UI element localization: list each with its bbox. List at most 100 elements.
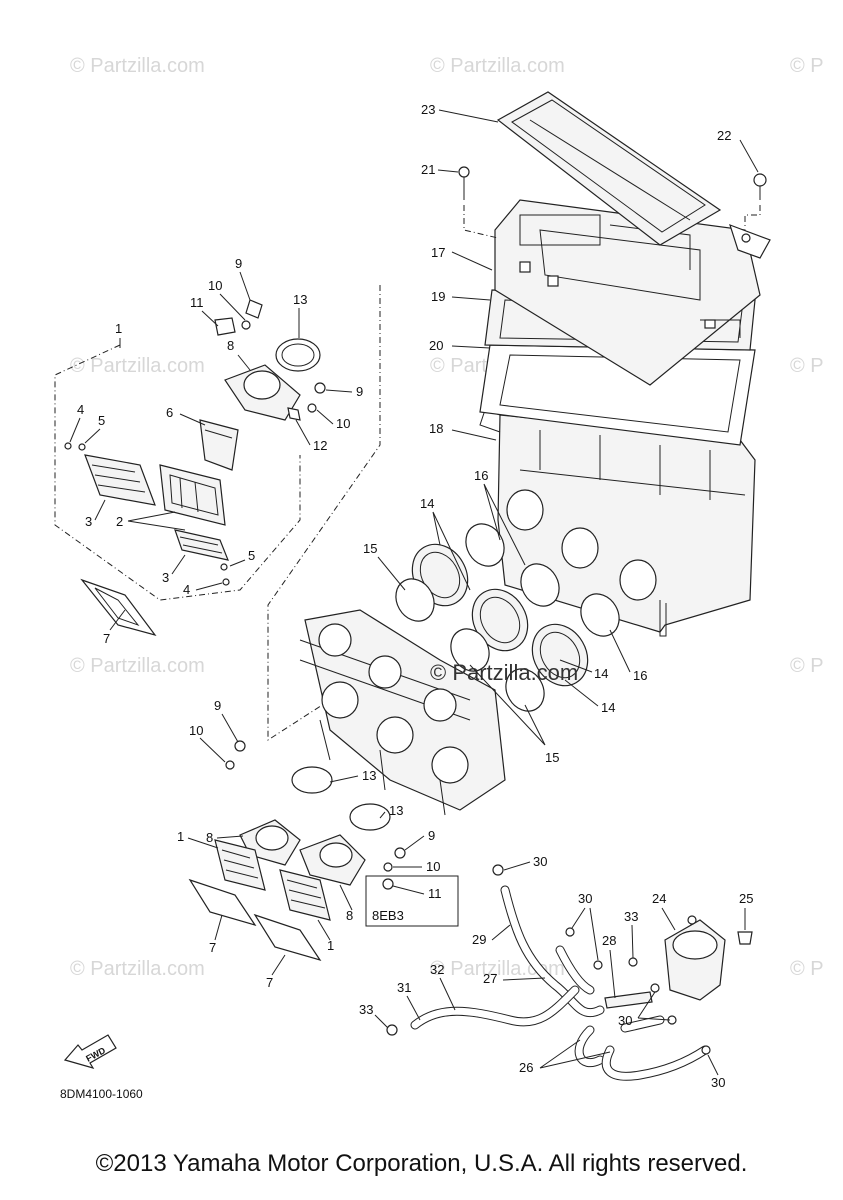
callout-28: 28 xyxy=(602,933,616,948)
callout-7: 7 xyxy=(209,940,216,955)
callout-10: 10 xyxy=(426,859,440,874)
callout-1: 1 xyxy=(177,829,184,844)
reed-plate-lower xyxy=(174,529,229,561)
callout-16: 16 xyxy=(474,468,488,483)
reed-valve-assembly xyxy=(279,869,331,921)
callout-16: 16 xyxy=(633,668,647,683)
callout-27: 27 xyxy=(483,971,497,986)
upper-intake-group xyxy=(214,299,326,421)
callout-30: 30 xyxy=(711,1075,725,1090)
hose-clamp xyxy=(520,563,560,607)
callout-4: 4 xyxy=(183,582,190,597)
watermark: © Partzilla.com xyxy=(70,958,205,980)
variant-box-label: 8EB3 xyxy=(372,908,404,923)
callout-8: 8 xyxy=(346,908,353,923)
reed-gasket xyxy=(188,878,257,927)
air-box-assembly xyxy=(458,91,771,637)
callout-5: 5 xyxy=(98,413,105,428)
reed-plate-upper xyxy=(84,454,156,506)
callout-24: 24 xyxy=(652,891,666,906)
callout-17: 17 xyxy=(431,245,445,260)
fuel-pump-group xyxy=(386,864,753,1081)
air-duct-cover xyxy=(496,91,722,246)
callout-14: 14 xyxy=(594,666,608,681)
reed-gasket xyxy=(253,913,322,962)
watermarks: © Partzilla.com © Partzilla.com © P © Pa… xyxy=(70,55,824,980)
variant-box xyxy=(365,875,459,927)
reed-gasket xyxy=(80,578,157,637)
callout-33: 33 xyxy=(359,1002,373,1017)
hose-clamp xyxy=(291,766,333,794)
callout-21: 21 xyxy=(421,162,435,177)
callout-4: 4 xyxy=(77,402,84,417)
watermark: © Partzilla.com xyxy=(430,55,565,77)
callout-10: 10 xyxy=(336,416,350,431)
fuel-joint xyxy=(604,991,653,1009)
callout-19: 19 xyxy=(431,289,445,304)
callout-10: 10 xyxy=(189,723,203,738)
callout-7: 7 xyxy=(103,631,110,646)
watermark-partial: © P xyxy=(790,355,824,377)
callout-9: 9 xyxy=(214,698,221,713)
callout-9: 9 xyxy=(356,384,363,399)
air-box-cap xyxy=(494,199,761,386)
forward-arrow-icon: FWD xyxy=(63,1034,117,1069)
callout-20: 20 xyxy=(429,338,443,353)
reed-valve-group xyxy=(54,344,301,637)
hose-clamp xyxy=(505,668,545,712)
hose-clamp xyxy=(349,803,391,831)
callout-3: 3 xyxy=(85,514,92,529)
callout-6: 6 xyxy=(166,405,173,420)
callout-18: 18 xyxy=(429,421,443,436)
callout-9: 9 xyxy=(428,828,435,843)
callout-25: 25 xyxy=(739,891,753,906)
watermark: © Partzilla.com xyxy=(70,355,205,377)
watermark-partial: © P xyxy=(790,958,824,980)
callout-8: 8 xyxy=(206,830,213,845)
callout-22: 22 xyxy=(717,128,731,143)
watermark: © Partzilla.com xyxy=(70,655,205,677)
hose-clamp xyxy=(450,628,490,672)
hose-clamp xyxy=(395,578,435,622)
watermark-partial: © P xyxy=(790,655,824,677)
callout-7: 7 xyxy=(266,975,273,990)
diagram-code: 8DM4100-1060 xyxy=(60,1087,143,1101)
screw-21 xyxy=(458,166,499,239)
callout-1: 1 xyxy=(327,938,334,953)
callout-5: 5 xyxy=(248,548,255,563)
callout-13: 13 xyxy=(293,292,307,307)
callout-10: 10 xyxy=(208,278,222,293)
callout-30: 30 xyxy=(578,891,592,906)
callout-15: 15 xyxy=(363,541,377,556)
callout-29: 29 xyxy=(472,932,486,947)
lower-intake-group xyxy=(188,740,406,962)
carb-joint xyxy=(531,623,589,687)
callout-14: 14 xyxy=(420,496,434,511)
watermark: © Partzilla.com xyxy=(70,55,205,77)
callout-15: 15 xyxy=(545,750,559,765)
intake-joint xyxy=(199,419,239,471)
callout-14: 14 xyxy=(601,700,615,715)
callout-3: 3 xyxy=(162,570,169,585)
reed-block xyxy=(159,464,226,526)
callout-11: 11 xyxy=(190,295,204,310)
callout-30: 30 xyxy=(618,1013,632,1028)
bolt-22 xyxy=(744,173,767,228)
copyright-notice: ©2013 Yamaha Motor Corporation, U.S.A. A… xyxy=(95,1150,748,1177)
callout-13: 13 xyxy=(362,768,376,783)
callout-31: 31 xyxy=(397,980,411,995)
hose-clamp xyxy=(465,523,505,567)
reed-valve-assembly xyxy=(214,839,266,891)
callout-32: 32 xyxy=(430,962,444,977)
grommet xyxy=(737,931,753,945)
callout-8: 8 xyxy=(227,338,234,353)
carburetor-assembly xyxy=(299,609,506,816)
center-watermark: © Partzilla.com xyxy=(430,660,578,685)
callout-26: 26 xyxy=(519,1060,533,1075)
callout-33: 33 xyxy=(624,909,638,924)
callout-12: 12 xyxy=(313,438,327,453)
intake-boots xyxy=(395,489,657,712)
callout-2: 2 xyxy=(116,514,123,529)
callout-1: 1 xyxy=(115,321,122,336)
